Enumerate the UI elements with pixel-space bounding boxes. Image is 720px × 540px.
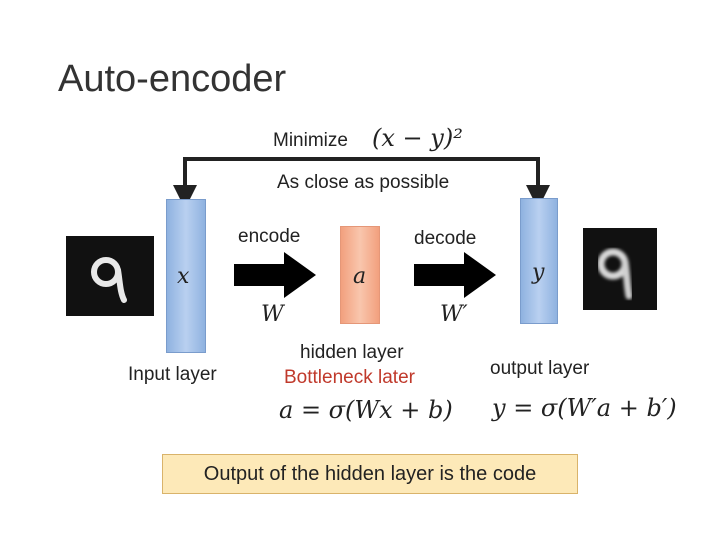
similarity-label: As close as possible xyxy=(277,172,450,193)
minimize-label: Minimize xyxy=(273,130,348,151)
output-layer-label: output layer xyxy=(490,358,590,379)
decoder-weight: W′ xyxy=(440,302,468,327)
input-symbol: x xyxy=(177,264,190,289)
decode-label: decode xyxy=(414,228,477,249)
input-layer xyxy=(166,199,206,353)
output-formula: y = σ(W′a + b′) xyxy=(492,394,677,422)
hidden-formula: a = σ(Wx + b) xyxy=(279,396,453,424)
encoder-weight: W xyxy=(261,302,284,327)
output-layer xyxy=(520,198,558,324)
slide-title: Auto-encoder xyxy=(58,58,287,100)
digit-nine-icon xyxy=(91,257,127,303)
output-digit-image xyxy=(583,228,657,310)
hidden-symbol: a xyxy=(353,264,367,289)
encode-label: encode xyxy=(238,226,301,247)
reconstructed-digit-icon xyxy=(597,248,633,300)
input-layer-label: Input layer xyxy=(128,364,217,385)
loss-formula: (x − y)² xyxy=(372,124,463,152)
hidden-layer xyxy=(340,226,380,324)
output-symbol: y xyxy=(532,260,545,285)
code-note-box: Output of the hidden layer is the code xyxy=(162,454,578,494)
bottleneck-label: Bottleneck later xyxy=(284,367,415,388)
code-note-text: Output of the hidden layer is the code xyxy=(203,462,537,485)
input-digit-image xyxy=(66,236,154,316)
hidden-layer-label: hidden layer xyxy=(300,342,404,363)
decode-arrow-icon xyxy=(414,252,496,298)
encode-arrow-icon xyxy=(234,252,316,298)
